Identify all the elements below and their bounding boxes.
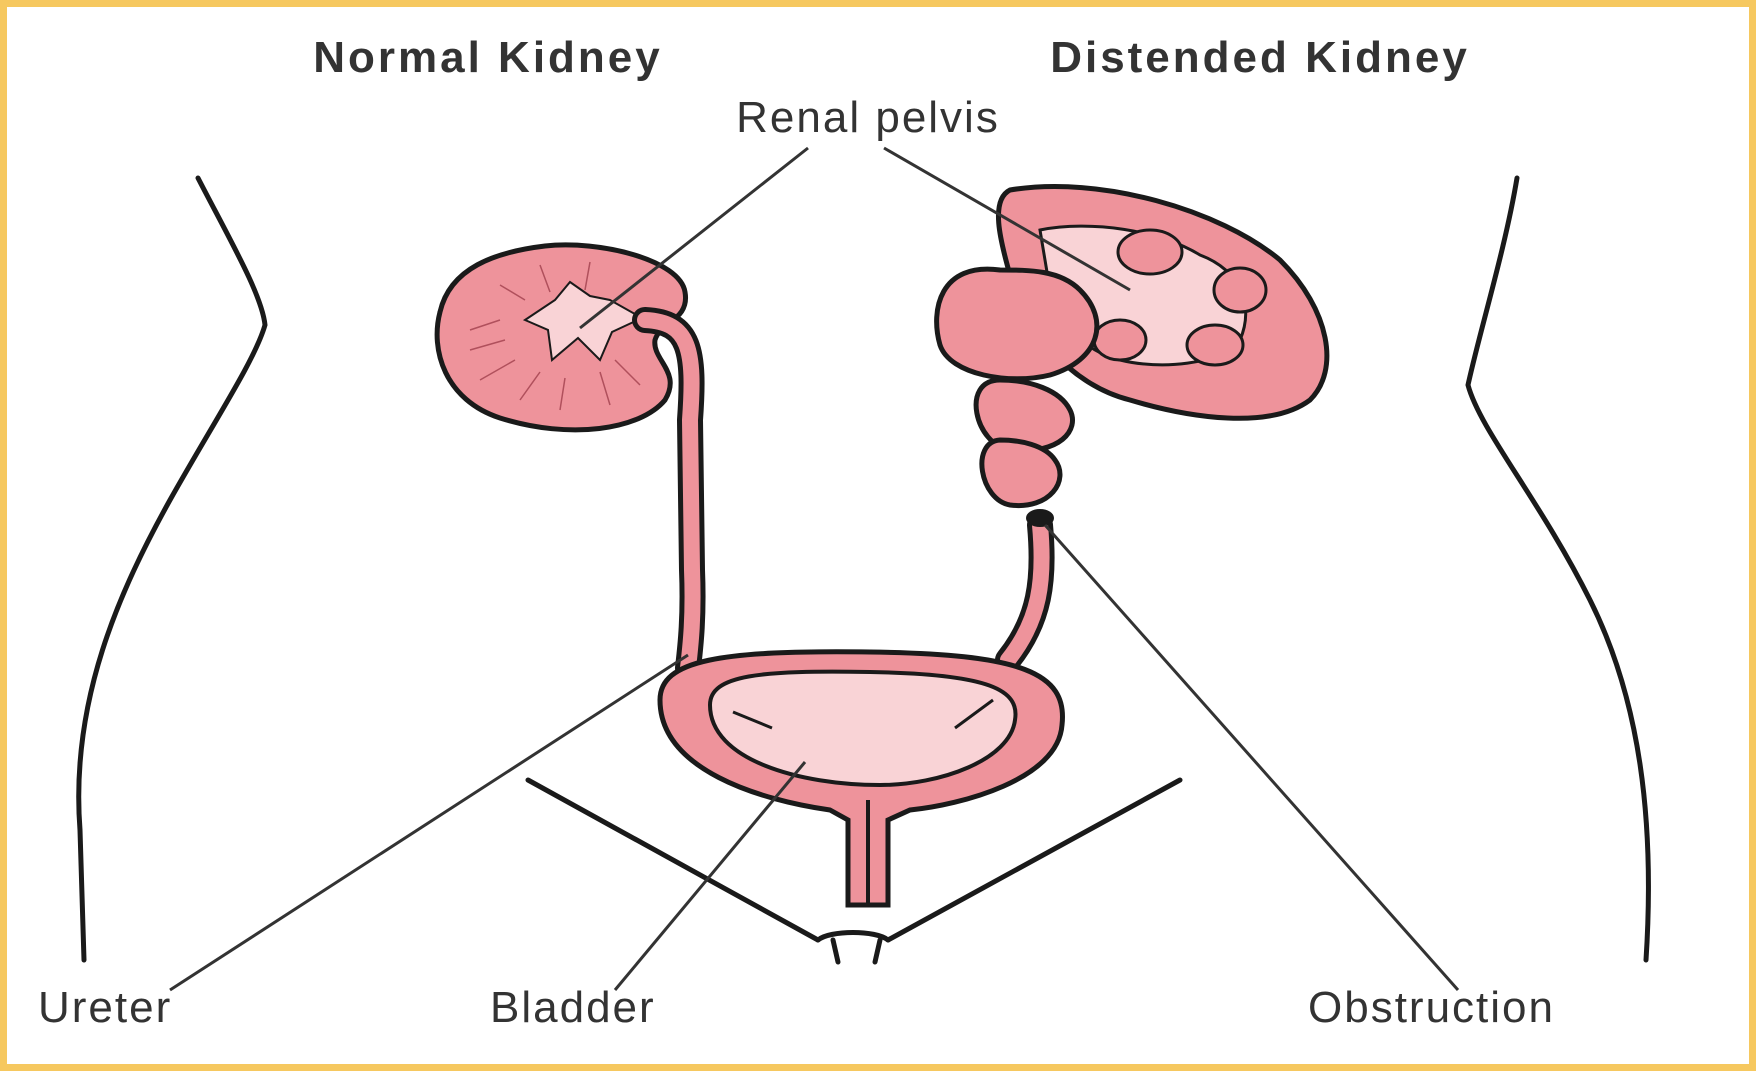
leader-ureter — [170, 655, 688, 990]
groin-outline — [818, 933, 888, 941]
leader-obstruction — [1045, 525, 1458, 990]
title-normal-kidney: Normal Kidney — [313, 33, 663, 82]
groin-right — [875, 940, 880, 962]
label-renal-pelvis: Renal pelvis — [736, 93, 1000, 142]
label-bladder: Bladder — [490, 983, 656, 1032]
distended-upper-ureter — [937, 269, 1097, 379]
obstruction-mark — [1026, 509, 1054, 527]
hip-crease-left — [528, 780, 818, 940]
leader-bladder — [615, 762, 805, 990]
leader-renal-pelvis-normal — [580, 148, 808, 328]
distended-calyx-2 — [1214, 268, 1266, 312]
distended-ureter-coil-2 — [982, 440, 1060, 506]
body-outline-right — [1468, 178, 1648, 960]
bladder — [660, 652, 1062, 905]
groin-left — [833, 940, 838, 962]
distended-calyx-4 — [1094, 320, 1146, 360]
label-obstruction: Obstruction — [1308, 983, 1555, 1032]
distended-calyx-1 — [1118, 230, 1182, 274]
distended-kidney — [937, 186, 1327, 505]
body-outline-left — [79, 178, 265, 960]
distended-calyx-3 — [1187, 325, 1243, 365]
label-ureter: Ureter — [38, 983, 172, 1032]
title-distended-kidney: Distended Kidney — [1050, 33, 1470, 82]
